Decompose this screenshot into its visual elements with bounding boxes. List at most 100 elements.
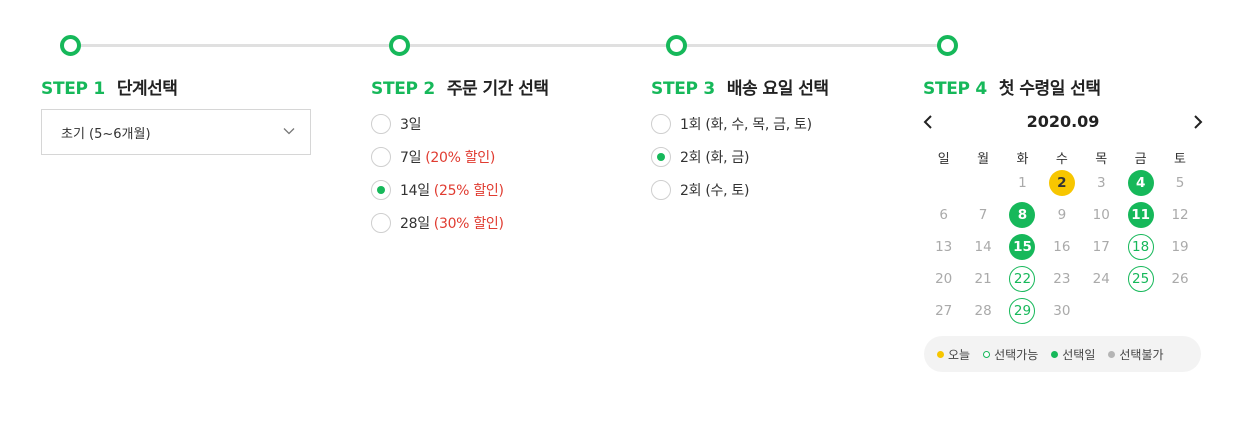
- calendar-day-cell: 14: [963, 231, 1002, 263]
- period-label: 7일: [400, 149, 422, 166]
- radio-circle: [651, 179, 671, 200]
- calendar-day-disabled: 5: [1175, 175, 1185, 191]
- calendar-day-disabled: 19: [1171, 239, 1189, 255]
- calendar-empty-cell: [1121, 295, 1160, 327]
- delivery-option-5x[interactable]: 1회 (화, 수, 목, 금, 토): [651, 107, 812, 140]
- calendar-day-disabled: 16: [1053, 239, 1071, 255]
- calendar-day-disabled: 14: [974, 239, 992, 255]
- period-label: 3일: [400, 116, 422, 133]
- delivery-option-tue-fri[interactable]: 2회 (화, 금): [651, 140, 812, 173]
- calendar-day-disabled: 24: [1092, 271, 1110, 287]
- delivery-label: 1회 (화, 수, 목, 금, 토): [680, 116, 812, 133]
- calendar-day-selected[interactable]: 15: [1009, 234, 1036, 260]
- chevron-left-icon[interactable]: [922, 114, 934, 130]
- legend-label: 선택일: [1062, 347, 1096, 362]
- chevron-right-icon[interactable]: [1192, 114, 1204, 130]
- delivery-label: 2회 (수, 토): [680, 182, 750, 199]
- calendar-day-cell: 17: [1082, 231, 1121, 263]
- step-1-marker: [60, 35, 81, 56]
- calendar-day-disabled: 1: [1018, 175, 1027, 191]
- calendar-day-disabled: 27: [935, 303, 953, 319]
- step-title: 주문 기간 선택: [446, 79, 549, 99]
- calendar-day-selected[interactable]: 11: [1127, 202, 1154, 228]
- calendar-day-available[interactable]: 29: [1009, 298, 1036, 324]
- calendar-day-selected[interactable]: 8: [1009, 202, 1036, 228]
- calendar-day-cell: 19: [1160, 231, 1199, 263]
- stage-select[interactable]: 초기 (5~6개월): [41, 109, 311, 155]
- calendar-day-disabled: 10: [1092, 207, 1110, 223]
- calendar-day-cell: 8: [1003, 199, 1042, 231]
- step-title: 단계선택: [116, 79, 178, 99]
- calendar-day-cell: 2: [1042, 167, 1081, 199]
- calendar-day-cell: 6: [924, 199, 963, 231]
- calendar-day-cell: 5: [1160, 167, 1199, 199]
- calendar-day-selected[interactable]: 4: [1127, 170, 1154, 196]
- delivery-options: 1회 (화, 수, 목, 금, 토) 2회 (화, 금) 2회 (수, 토): [651, 107, 812, 206]
- calendar-day-cell: 24: [1082, 263, 1121, 295]
- legend-dot-icon: [983, 350, 991, 358]
- legend-item-selected: 선택일: [1051, 346, 1095, 363]
- legend-label: 선택가능: [994, 347, 1039, 362]
- legend-label: 선택불가: [1119, 347, 1164, 362]
- radio-circle: [651, 113, 671, 134]
- step-number: STEP 1: [41, 79, 105, 99]
- calendar-day-cell: 18: [1121, 231, 1160, 263]
- calendar-day-cell: 4: [1121, 167, 1160, 199]
- calendar-day-disabled: 12: [1171, 207, 1189, 223]
- legend-label: 오늘: [948, 347, 971, 362]
- calendar-week-row: 27 28 29 30: [924, 295, 1200, 327]
- calendar-day-available[interactable]: 25: [1127, 266, 1154, 292]
- step-progress-track: [70, 44, 948, 47]
- calendar-day-cell: 12: [1160, 199, 1199, 231]
- calendar-empty-cell: [1082, 295, 1121, 327]
- radio-circle: [371, 179, 391, 200]
- chevron-down-icon: [283, 128, 295, 135]
- period-discount: (30% 할인): [433, 215, 504, 232]
- radio-circle: [371, 212, 391, 233]
- calendar-day-cell: 3: [1082, 167, 1121, 199]
- calendar-day-available[interactable]: 18: [1127, 234, 1154, 260]
- legend-dot-icon: [1051, 350, 1059, 358]
- calendar-day-cell: 22: [1003, 263, 1042, 295]
- calendar-day-cell: 9: [1042, 199, 1081, 231]
- calendar-day-cell: 23: [1042, 263, 1081, 295]
- calendar-day-cell: 21: [963, 263, 1002, 295]
- legend-dot-icon: [1108, 350, 1116, 358]
- period-option-28d[interactable]: 28일 (30% 할인): [371, 206, 504, 239]
- calendar-day-cell: 30: [1042, 295, 1081, 327]
- step-number: STEP 3: [651, 79, 715, 99]
- calendar-day-disabled: 30: [1053, 303, 1071, 319]
- period-option-7d[interactable]: 7일 (20% 할인): [371, 140, 504, 173]
- calendar-day-cell: 25: [1121, 263, 1160, 295]
- calendar-day-disabled: 6: [939, 207, 948, 223]
- delivery-option-wed-sat[interactable]: 2회 (수, 토): [651, 173, 812, 206]
- period-option-14d[interactable]: 14일 (25% 할인): [371, 173, 504, 206]
- calendar-empty-cell: [963, 167, 1002, 199]
- calendar-nav: 2020.09: [922, 112, 1204, 132]
- step-number: STEP 4: [923, 79, 987, 99]
- calendar-day-disabled: 28: [974, 303, 992, 319]
- period-options: 3일 7일 (20% 할인) 14일 (25% 할인) 28일 (30% 할인): [371, 107, 504, 239]
- radio-circle: [651, 146, 671, 167]
- weekday-label: 일: [937, 151, 950, 167]
- weekday-label: 금: [1134, 151, 1147, 167]
- step-4-header: STEP 4 첫 수령일 선택: [923, 74, 1101, 99]
- calendar-day-disabled: 20: [935, 271, 953, 287]
- calendar-day-cell: 11: [1121, 199, 1160, 231]
- calendar-day-disabled: 13: [935, 239, 953, 255]
- calendar-day-available[interactable]: 22: [1009, 266, 1036, 292]
- delivery-label: 2회 (화, 금): [680, 149, 750, 166]
- calendar-day-disabled: 7: [978, 207, 988, 223]
- calendar-day-cell: 28: [963, 295, 1002, 327]
- calendar-day-disabled: 23: [1053, 271, 1071, 287]
- legend-dot-icon: [937, 350, 944, 358]
- weekday-label: 수: [1055, 151, 1068, 167]
- step-3-header: STEP 3 배송 요일 선택: [651, 74, 829, 99]
- calendar-day-disabled: 26: [1171, 271, 1189, 287]
- period-option-3d[interactable]: 3일: [371, 107, 504, 140]
- weekday-label: 토: [1174, 151, 1187, 167]
- period-label: 14일: [400, 182, 430, 199]
- period-discount: (25% 할인): [433, 182, 504, 199]
